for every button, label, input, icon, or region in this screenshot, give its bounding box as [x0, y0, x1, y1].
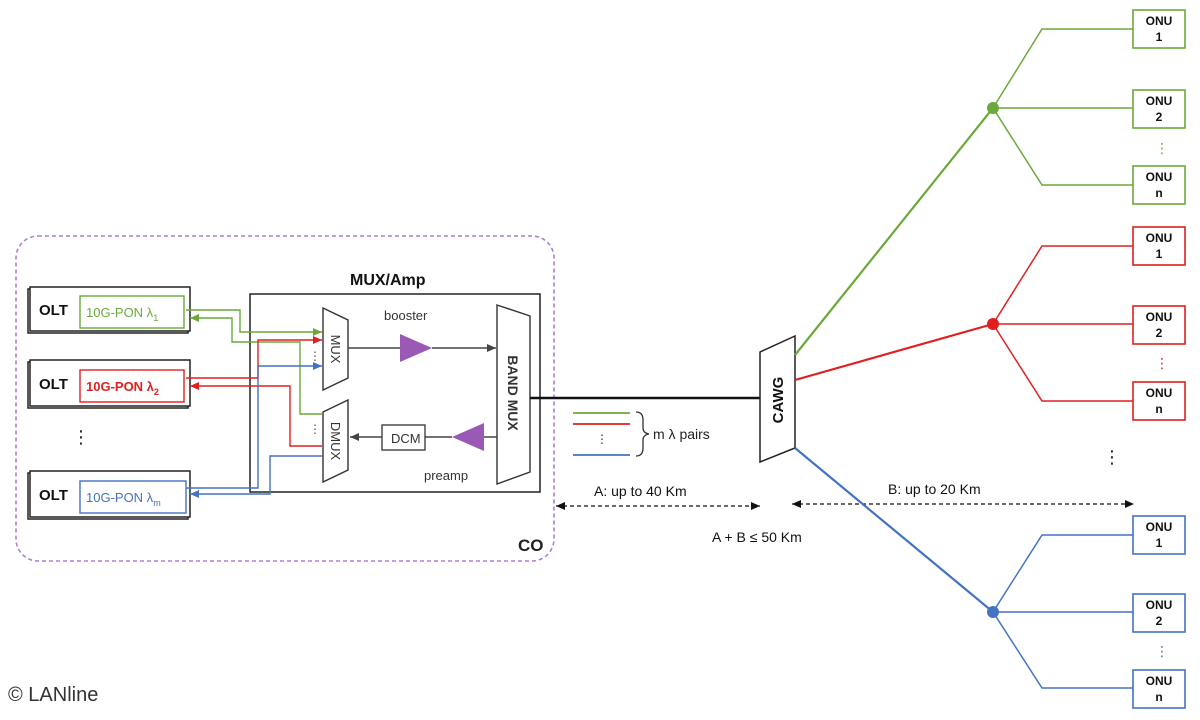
olt-1-label: OLT	[39, 302, 68, 319]
pon-2-box	[79, 369, 185, 403]
red-onu-1: ONU 1	[1132, 226, 1186, 266]
legend-dots: ⋮	[596, 432, 608, 446]
group-ellipsis: ⋮	[1103, 447, 1121, 467]
pon-m-box	[79, 480, 187, 514]
dmux-output-dots: ⋮	[309, 422, 321, 436]
red-downstream-path	[190, 382, 322, 447]
svg-text:ONU: ONU	[1146, 310, 1173, 324]
blue-onu-2: ONU 2	[1132, 593, 1186, 633]
dcm-block	[381, 424, 426, 451]
svg-text:ONU: ONU	[1146, 14, 1173, 28]
svg-text:2: 2	[1156, 326, 1163, 340]
red-onu-2: ONU 2	[1132, 305, 1186, 345]
olt-2: OLT 10G-PON λ2	[27, 359, 191, 409]
distance-b-label: B: up to 20 Km	[888, 481, 981, 497]
mux-input-dots: ⋮	[309, 349, 321, 363]
mux-label: MUX	[328, 335, 343, 364]
olt-2-label: OLT	[39, 376, 68, 393]
legend-brace	[635, 411, 650, 457]
pon-1-sub: 1	[153, 313, 158, 323]
blue-upstream-path	[186, 362, 322, 489]
svg-text:n: n	[1155, 186, 1162, 200]
pon-1-box	[79, 295, 185, 329]
wavelength-pair-legend: ⋮ m λ pairs	[573, 411, 710, 457]
band-mux-label: BAND MUX	[505, 355, 521, 431]
co-label: CO	[518, 536, 544, 555]
red-distribution: ONU 1 ONU 2 ⋮ ONU n	[794, 226, 1186, 421]
pon-m-label: 10G-PON λ	[86, 490, 154, 505]
mux-amp-box	[249, 293, 541, 493]
svg-text:ONU: ONU	[1146, 170, 1173, 184]
dcm-label: DCM	[391, 431, 421, 446]
distance-sum-label: A + B ≤ 50 Km	[712, 529, 802, 545]
svg-text:ONU: ONU	[1146, 520, 1173, 534]
mux-block	[322, 306, 349, 392]
green-downstream-path	[190, 314, 322, 415]
blue-splitter	[987, 606, 999, 618]
svg-text:ONU: ONU	[1146, 386, 1173, 400]
svg-text:ONU: ONU	[1146, 598, 1173, 612]
dmux-label: DMUX	[328, 422, 343, 461]
pon-2-sub: 2	[154, 387, 159, 397]
pon-1-label: 10G-PON λ	[86, 305, 154, 320]
svg-text:1: 1	[1156, 30, 1163, 44]
svg-text:n: n	[1155, 402, 1162, 416]
red-onu-dots: ⋮	[1155, 355, 1169, 371]
svg-text:n: n	[1155, 690, 1162, 704]
blue-onu-n: ONU n	[1132, 669, 1186, 709]
red-upstream-path	[186, 336, 322, 379]
mux-amp-title: MUX/Amp	[350, 272, 426, 289]
blue-downstream-path	[190, 455, 322, 498]
olt-1: OLT 10G-PON λ1	[27, 286, 191, 334]
booster-amplifier	[400, 334, 432, 362]
green-splitter	[987, 102, 999, 114]
pon-2-label: 10G-PON λ	[86, 379, 155, 394]
pon-m-sub: m	[153, 498, 161, 508]
green-onu-2: ONU 2	[1132, 89, 1186, 129]
copyright-notice: © LANline	[8, 684, 99, 706]
svg-text:ONU: ONU	[1146, 231, 1173, 245]
svg-text:1: 1	[1156, 536, 1163, 550]
svg-text:10G-PON λ1: 10G-PON λ1	[86, 305, 158, 323]
legend-label: m λ pairs	[653, 426, 710, 442]
green-distribution: ONU 1 ONU 2 ⋮ ONU n	[794, 9, 1186, 356]
cawg-label: CAWG	[770, 377, 787, 424]
olt-m-label: OLT	[39, 487, 68, 504]
svg-text:2: 2	[1156, 110, 1163, 124]
green-upstream-path	[186, 309, 322, 336]
olt-m: OLT 10G-PON λm	[27, 470, 191, 520]
green-onu-n: ONU n	[1132, 165, 1186, 205]
band-mux-block	[496, 304, 531, 485]
booster-label: booster	[384, 308, 428, 323]
svg-text:10G-PON λm: 10G-PON λm	[86, 490, 161, 508]
preamp-amplifier	[452, 423, 484, 451]
blue-onu-dots: ⋮	[1155, 643, 1169, 659]
preamp-label: preamp	[424, 468, 468, 483]
red-onu-n: ONU n	[1132, 381, 1186, 421]
svg-text:10G-PON λ2: 10G-PON λ2	[86, 379, 159, 397]
distance-a-label: A: up to 40 Km	[594, 483, 687, 499]
green-onu-1: ONU 1	[1132, 9, 1186, 49]
olt-ellipsis: ⋮	[72, 427, 90, 447]
red-splitter	[987, 318, 999, 330]
svg-text:ONU: ONU	[1146, 674, 1173, 688]
dmux-block	[322, 398, 349, 484]
svg-text:2: 2	[1156, 614, 1163, 628]
svg-text:ONU: ONU	[1146, 94, 1173, 108]
blue-onu-1: ONU 1	[1132, 515, 1186, 555]
svg-text:1: 1	[1156, 247, 1163, 261]
blue-distribution: ONU 1 ONU 2 ⋮ ONU n	[794, 447, 1186, 709]
green-onu-dots: ⋮	[1155, 140, 1169, 156]
